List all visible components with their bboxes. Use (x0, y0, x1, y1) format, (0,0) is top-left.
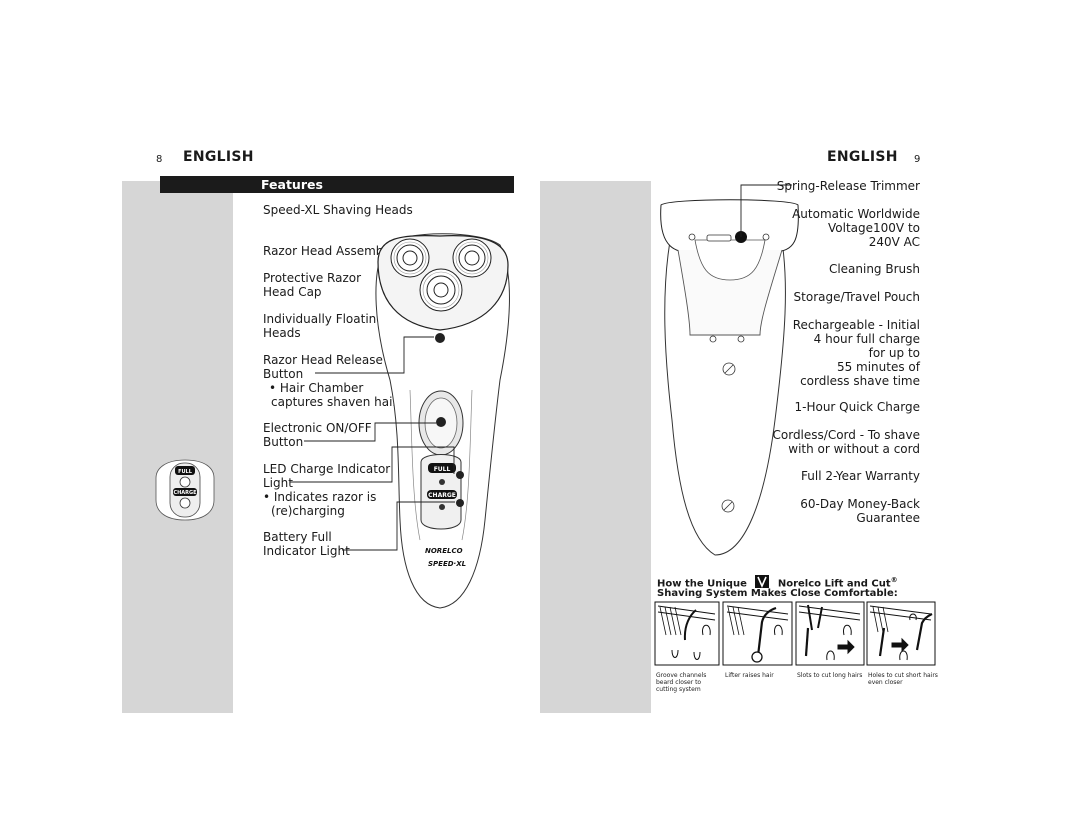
lift-cut-heading-line1: How the Unique Norelco Lift and Cut® (657, 573, 898, 591)
label-spring-trimmer: Spring-Release Trimmer (777, 179, 920, 193)
svg-text:CHARGE: CHARGE (428, 492, 456, 499)
label-razor-head-assembly: Razor Head Assembly (263, 244, 394, 258)
label-line: Razor Head Release (263, 353, 383, 367)
label-line: • Hair Chamber (269, 381, 364, 395)
label-line: 240V AC (868, 235, 920, 249)
label-line: Button (263, 435, 304, 449)
label-protective-cap: Protective Razor Head Cap (263, 271, 361, 299)
label-battery-full: Battery Full Indicator Light (263, 530, 350, 558)
label-line: Button (263, 367, 304, 381)
label-worldwide-voltage: Automatic Worldwide Voltage100V to 240V … (792, 207, 920, 249)
lift-cut-heading-line2: Shaving System Makes Close Comfortable: (657, 588, 898, 599)
label-line: 4 hour full charge (813, 332, 920, 346)
diagram-groove (654, 601, 720, 666)
label-line: 1-Hour Quick Charge (794, 400, 921, 414)
label-quick-charge: 1-Hour Quick Charge (795, 400, 921, 414)
label-on-off-button: Electronic ON/OFF Button (263, 421, 372, 449)
label-line: 55 minutes of (836, 360, 920, 374)
label-line: Individually Floating (263, 312, 384, 326)
label-floating-heads: Individually Floating Heads (263, 312, 384, 340)
caption-groove: Groove channels beard closer to cutting … (656, 672, 707, 693)
label-line: Indicator Light (263, 544, 350, 558)
diagram-lifter (722, 601, 793, 666)
diagram-holes (866, 601, 936, 666)
left-page-number: 8 (156, 154, 163, 165)
label-speed-xl-heads: Speed-XL Shaving Heads (263, 203, 413, 217)
label-money-back: 60-Day Money-Back Guarantee (800, 497, 920, 525)
registered-mark: ® (890, 576, 898, 584)
label-line: Guarantee (856, 511, 920, 525)
label-line: Full 2-Year Warranty (801, 469, 920, 483)
label-led-charge: LED Charge Indicator Light • Indicates r… (263, 462, 390, 518)
label-cleaning-brush: Cleaning Brush (829, 262, 920, 276)
svg-text:FULL: FULL (434, 466, 451, 473)
label-line: • Indicates razor is (263, 490, 377, 504)
label-release-button: Razor Head Release Button • Hair Chamber… (263, 353, 397, 409)
label-line: Razor Head Assembly (263, 244, 394, 258)
left-page-header: ENGLISH (183, 149, 254, 165)
label-line: (re)charging (271, 504, 345, 518)
label-line: Storage/Travel Pouch (793, 290, 920, 304)
label-rechargeable: Rechargeable - Initial 4 hour full charg… (793, 318, 920, 388)
label-line: Heads (263, 326, 301, 340)
label-warranty: Full 2-Year Warranty (801, 469, 920, 483)
diagram-slots (795, 601, 865, 666)
label-line: Electronic ON/OFF (263, 421, 372, 435)
label-storage-pouch: Storage/Travel Pouch (794, 290, 920, 304)
label-line: Battery Full (263, 530, 332, 544)
svg-text:NORELCO: NORELCO (425, 547, 463, 555)
label-line: captures shaven hair (271, 395, 398, 409)
caption-slots: Slots to cut long hairs (797, 672, 863, 679)
label-line: 60-Day Money-Back (800, 497, 920, 511)
label-line: Light (263, 476, 293, 490)
features-title: Features (261, 177, 323, 192)
label-line: with or without a cord (788, 442, 920, 456)
label-line: Speed-XL Shaving Heads (263, 203, 413, 217)
label-line: cordless shave time (800, 374, 920, 388)
svg-text:SPEED·XL: SPEED·XL (428, 560, 466, 568)
caption-lifter: Lifter raises hair (725, 672, 774, 679)
right-page-header: ENGLISH (827, 149, 898, 165)
label-line: Automatic Worldwide (792, 207, 920, 221)
right-gray-sidebar (540, 181, 651, 713)
heading-part-a: How the Unique (657, 578, 747, 590)
left-gray-sidebar (122, 181, 233, 713)
label-line: Cleaning Brush (828, 262, 920, 276)
label-cordless-cord: Cordless/Cord - To shave with or without… (773, 428, 921, 456)
label-line: Voltage100V to (828, 221, 920, 235)
label-line: LED Charge Indicator (263, 462, 391, 476)
norelco-logo-icon (755, 575, 770, 589)
features-title-bar: Features (160, 176, 514, 193)
label-line: Rechargeable - Initial (792, 318, 920, 332)
caption-holes: Holes to cut short hairs even closer (868, 672, 938, 686)
label-line: Cordless/Cord - To shave (772, 428, 921, 442)
right-page-number: 9 (914, 154, 921, 165)
label-line: Spring-Release Trimmer (776, 179, 920, 193)
label-line: Protective Razor (263, 271, 362, 285)
label-line: Head Cap (263, 285, 322, 299)
label-line: for up to (868, 346, 920, 360)
heading-part-b: Norelco Lift and Cut (777, 578, 891, 590)
